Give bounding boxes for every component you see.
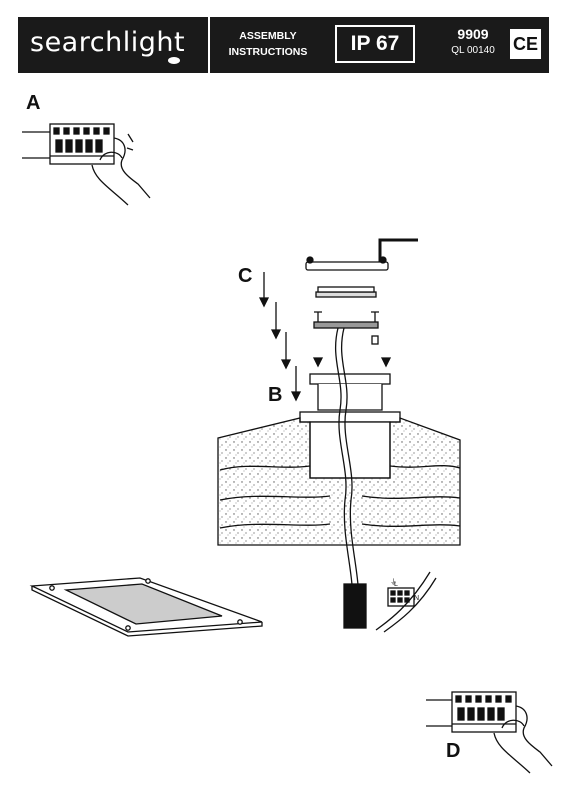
exploded-lamp-assembly bbox=[299, 238, 418, 479]
neutral-label: N bbox=[414, 595, 419, 602]
ql-code: QL 00140 bbox=[451, 45, 495, 56]
assembly-arrows bbox=[258, 272, 302, 402]
ip-rating-badge: IP 67 bbox=[335, 25, 415, 63]
connector-box bbox=[343, 571, 437, 633]
terminal-block-illustration-d bbox=[426, 691, 553, 774]
earth-label: ⏚ bbox=[390, 578, 397, 586]
ce-mark: CE bbox=[510, 29, 541, 59]
terminal-marks: ⏚ L N bbox=[390, 578, 419, 602]
step-label-d: D bbox=[446, 740, 461, 762]
header-divider bbox=[208, 17, 210, 73]
power-cable bbox=[334, 327, 359, 586]
product-code: 9909 QL 00140 bbox=[443, 26, 503, 56]
finished-lamp-plate bbox=[29, 577, 263, 637]
model-number: 9909 bbox=[457, 26, 489, 42]
live-label: L bbox=[394, 581, 398, 588]
step-label-b: B bbox=[268, 384, 283, 406]
assembly-instructions-title: ASSEMBLY INSTRUCTIONS bbox=[223, 28, 313, 60]
header-banner: searchlight ASSEMBLY INSTRUCTIONS IP 67 … bbox=[18, 17, 549, 73]
assembly-title-line2: INSTRUCTIONS bbox=[228, 46, 308, 58]
ground-cross-section bbox=[217, 417, 461, 546]
assembly-title-line1: ASSEMBLY bbox=[239, 30, 297, 42]
brand-logo: searchlight bbox=[30, 27, 186, 58]
step-label-c: C bbox=[238, 265, 253, 287]
brand-logo-dot bbox=[168, 57, 180, 64]
terminal-block-illustration-a bbox=[22, 123, 151, 206]
step-label-a: A bbox=[26, 92, 41, 114]
